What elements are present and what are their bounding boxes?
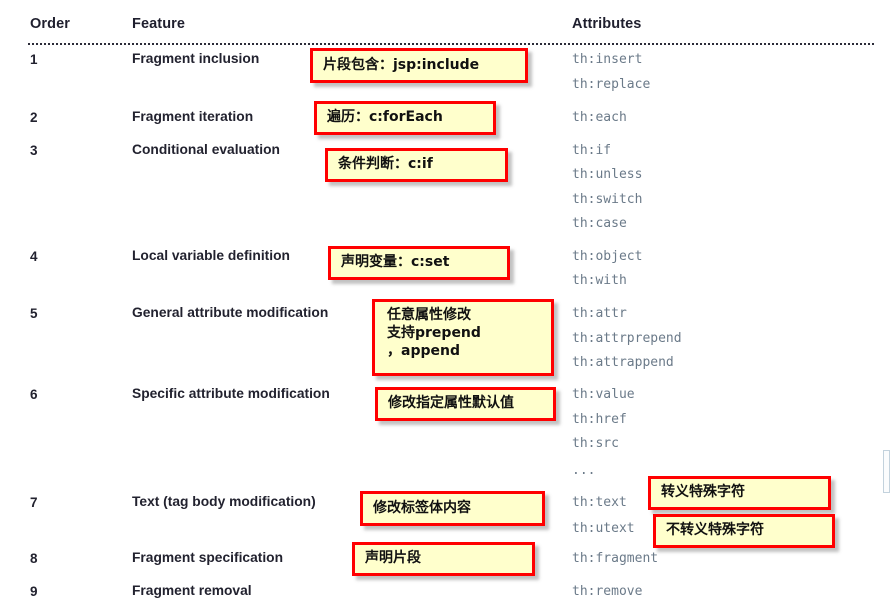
row-feature-4: Local variable definition — [132, 248, 290, 263]
attribute-th-each: th:each — [572, 110, 627, 125]
row-order-7: 7 — [30, 495, 38, 510]
attribute-th-switch: th:switch — [572, 192, 643, 207]
annotation-no-escape-special-chars: 不转义特殊字符 — [653, 514, 835, 548]
attribute-th-object: th:object — [572, 249, 643, 264]
annotation-local-variable: 声明变量：c:set — [328, 246, 510, 280]
row-order-3: 3 — [30, 143, 38, 158]
column-header-order: Order — [30, 16, 70, 32]
row-feature-3: Conditional evaluation — [132, 142, 280, 157]
annotation-general-attribute: 任意属性修改 支持prepend ，append — [372, 299, 554, 376]
attribute-th-remove: th:remove — [572, 584, 643, 599]
attribute-th-attrappend: th:attrappend — [572, 355, 674, 370]
attribute-ellipsis: ... — [572, 463, 596, 478]
annotation-fragment-inclusion: 片段包含：jsp:include — [310, 48, 528, 83]
row-order-5: 5 — [30, 306, 38, 321]
row-order-6: 6 — [30, 387, 38, 402]
attribute-th-case: th:case — [572, 216, 627, 231]
row-order-8: 8 — [30, 551, 38, 566]
annotation-fragment-specification: 声明片段 — [352, 542, 535, 576]
row-feature-8: Fragment specification — [132, 550, 284, 565]
attribute-th-replace: th:replace — [572, 77, 651, 92]
attribute-th-fragment: th:fragment — [572, 551, 659, 566]
row-feature-1: Fragment inclusion — [132, 51, 260, 66]
header-divider-line — [28, 43, 874, 45]
row-feature-6: Specific attribute modification — [132, 386, 330, 401]
row-feature-9: Fragment removal — [132, 583, 252, 598]
attribute-th-href: th:href — [572, 412, 627, 427]
attribute-th-value: th:value — [572, 387, 635, 402]
attribute-th-utext: th:utext — [572, 521, 635, 536]
column-header-attributes: Attributes — [572, 16, 642, 32]
annotation-fragment-iteration: 遍历：c:forEach — [314, 101, 496, 135]
row-feature-5: General attribute modification — [132, 305, 329, 320]
attribute-th-src: th:src — [572, 436, 619, 451]
scrollbar-thumb[interactable] — [883, 450, 890, 493]
attribute-th-attrprepend: th:attrprepend — [572, 331, 682, 346]
attribute-th-insert: th:insert — [572, 52, 643, 67]
row-feature-2: Fragment iteration — [132, 109, 254, 124]
row-order-4: 4 — [30, 249, 38, 264]
attribute-th-unless: th:unless — [572, 167, 643, 182]
annotation-text-body: 修改标签体内容 — [360, 491, 545, 526]
attribute-th-with: th:with — [572, 273, 627, 288]
attribute-th-attr: th:attr — [572, 306, 627, 321]
row-order-9: 9 — [30, 584, 38, 599]
attribute-th-if: th:if — [572, 143, 612, 158]
annotation-specific-attribute: 修改指定属性默认值 — [375, 387, 556, 421]
column-header-feature: Feature — [132, 16, 186, 32]
annotation-escape-special-chars: 转义特殊字符 — [648, 476, 831, 510]
row-order-1: 1 — [30, 52, 38, 67]
attribute-th-text: th:text — [572, 495, 627, 510]
annotation-conditional-evaluation: 条件判断：c:if — [325, 148, 508, 182]
row-order-2: 2 — [30, 110, 38, 125]
row-feature-7: Text (tag body modification) — [132, 494, 316, 509]
